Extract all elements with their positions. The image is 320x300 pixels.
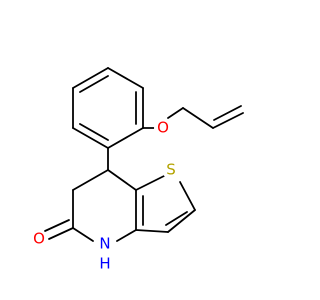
bond-aromatic [107, 67, 144, 89]
bond-single [116, 229, 137, 242]
sulfur-atom-label: S [166, 161, 176, 179]
bond-aromatic [107, 127, 144, 149]
bond-aromatic [72, 127, 109, 149]
bond-single [182, 107, 214, 129]
sulfur-label-background [162, 161, 180, 179]
atom-labels-group: S O O N H [30, 119, 180, 273]
bond-aromatic-inner [79, 123, 109, 141]
nitrogen-atom-label: N [99, 235, 110, 253]
bond-single [72, 169, 109, 191]
bonds-group [44, 67, 244, 242]
carbonyl-oxygen-label-background [30, 230, 48, 248]
bond-double-inner [44, 219, 70, 232]
carbonyl-oxygen-atom-label: O [33, 230, 45, 248]
molecule-structure: S O O N H [30, 67, 244, 273]
bond-double-inner [213, 105, 242, 121]
bond-aromatic-inner [79, 75, 109, 93]
bond-single [179, 181, 196, 211]
nitrogen-hydrogen-label-background [97, 256, 113, 272]
nitrogen-label-background [96, 235, 114, 253]
bond-single [135, 175, 165, 191]
bond-single [72, 227, 94, 242]
bond-double [48, 227, 74, 240]
ether-oxygen-label-background [154, 119, 172, 137]
bond-double [212, 112, 244, 129]
bond-double [167, 209, 196, 233]
bond-single [107, 169, 137, 191]
bond-single [135, 229, 169, 233]
bond-aromatic [72, 67, 109, 89]
nitrogen-hydrogen-atom-label: H [99, 255, 110, 273]
ether-oxygen-atom-label: O [157, 119, 169, 137]
bond-single [167, 107, 184, 119]
bond-double-inner [165, 211, 188, 226]
